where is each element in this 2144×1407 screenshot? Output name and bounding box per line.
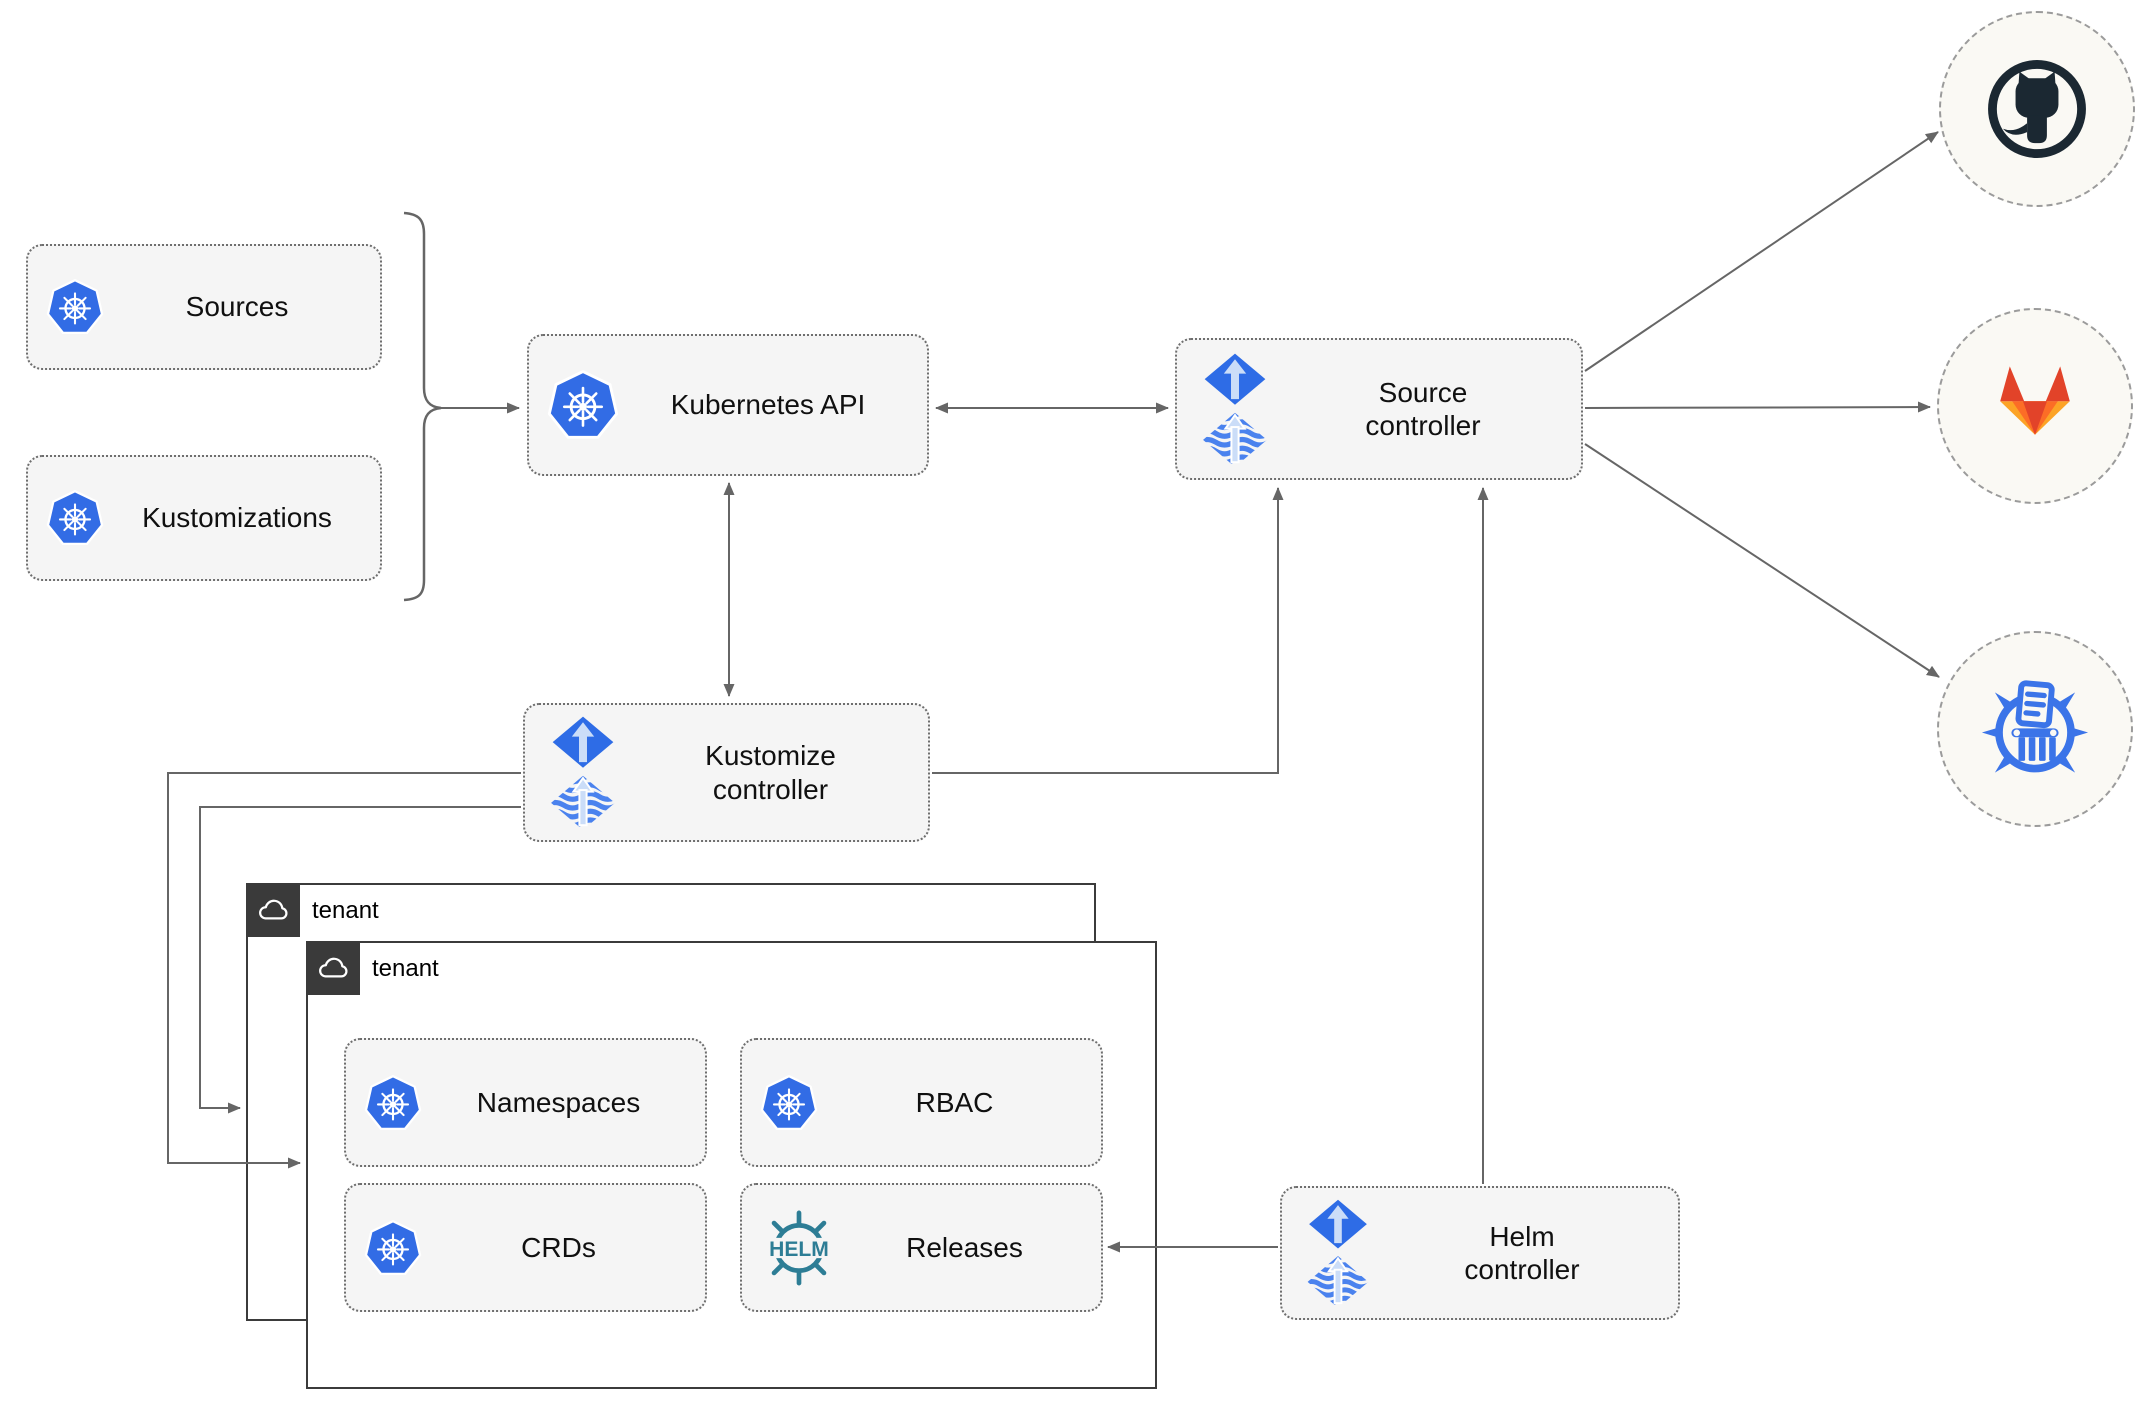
helm-wheel-text: HELM — [769, 1237, 829, 1260]
tenant-box-inner: tenant Namespaces RBAC CRDs HELM — [306, 941, 1157, 1389]
node-label: Kustomizations — [142, 502, 332, 534]
arrow-kustomize-to-source — [932, 487, 1284, 774]
node-label: RBAC — [915, 1086, 994, 1118]
node-label: Releases — [906, 1231, 1023, 1263]
kubernetes-icon — [364, 1075, 422, 1131]
tenant-chip — [246, 883, 300, 937]
sources-node: Sources — [26, 244, 382, 370]
chartmuseum-icon — [1981, 680, 2089, 773]
tenant-label: tenant — [312, 897, 379, 924]
node-label: Sources — [185, 291, 289, 323]
rbac-node: RBAC — [740, 1038, 1103, 1167]
gitlab-circle — [1937, 308, 2133, 504]
node-label: Kustomize controller — [705, 740, 836, 805]
node-label: Helm controller — [1464, 1220, 1580, 1285]
github-circle — [1939, 11, 2135, 207]
source-controller-node: Source controller — [1175, 338, 1583, 480]
crds-node: CRDs — [344, 1183, 707, 1312]
cloud-icon — [256, 897, 290, 923]
tenant-chip — [306, 941, 360, 995]
kubernetes-api-node: Kubernetes API — [527, 334, 929, 476]
kubernetes-icon — [46, 490, 104, 546]
tenant-label: tenant — [372, 955, 439, 982]
kustomizations-node: Kustomizations — [26, 455, 382, 581]
releases-node: HELM Releases — [740, 1183, 1103, 1312]
namespaces-node: Namespaces — [344, 1038, 707, 1167]
kubernetes-icon — [364, 1220, 422, 1276]
chartmuseum-circle — [1937, 631, 2133, 827]
cloud-icon — [316, 955, 350, 981]
helm-wheel-icon: HELM — [760, 1209, 838, 1287]
arrow-source-to-chartmuseum — [1584, 443, 1940, 678]
node-label: Kubernetes API — [670, 389, 866, 421]
gitlab-icon — [2000, 366, 2070, 435]
node-label: Namespaces — [476, 1086, 641, 1118]
helm-controller-node: Helm controller — [1280, 1186, 1680, 1320]
flux-icon — [1195, 352, 1275, 467]
kubernetes-icon — [46, 279, 104, 335]
flux-icon — [543, 715, 623, 830]
arrow-source-to-github — [1584, 131, 1939, 372]
kubernetes-icon — [760, 1075, 818, 1131]
github-icon — [1988, 60, 2086, 158]
arrow-source-to-gitlab — [1584, 401, 1931, 413]
bracket-shape — [403, 211, 442, 602]
kubernetes-icon — [547, 370, 619, 440]
node-label: CRDs — [521, 1231, 596, 1263]
flux-icon — [1300, 1198, 1376, 1308]
kustomize-controller-node: Kustomize controller — [523, 703, 930, 842]
node-label: Source controller — [1365, 376, 1481, 441]
